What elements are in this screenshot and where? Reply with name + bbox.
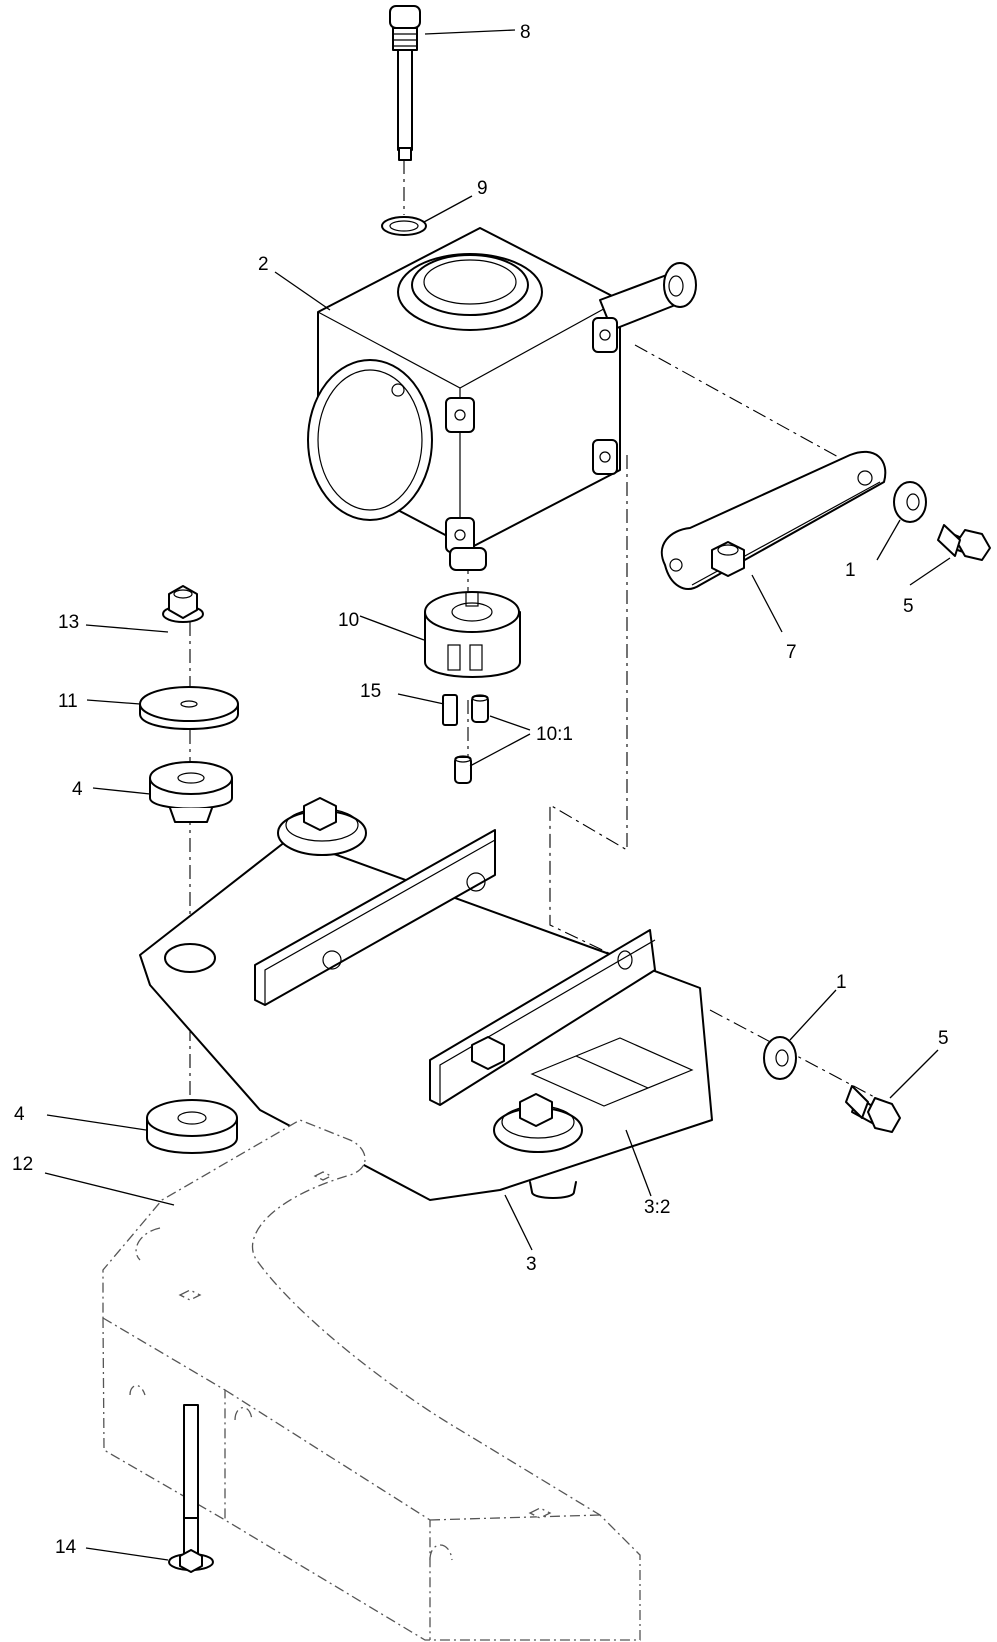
callout-4-upper: 4 [72, 779, 83, 800]
callout-14: 14 [55, 1537, 77, 1558]
part-10-coupler [424, 591, 521, 678]
callout-12: 12 [12, 1154, 33, 1175]
callout-10: 10 [338, 610, 359, 631]
part-13-nut [162, 585, 204, 623]
callout-3: 3 [526, 1254, 537, 1275]
part-4-isolator-upper [149, 761, 233, 823]
part-7-arm [660, 450, 887, 590]
callout-5-upper: 5 [903, 596, 914, 617]
callout-5-lower: 5 [938, 1028, 949, 1049]
callout-11: 11 [58, 691, 78, 712]
callout-8: 8 [520, 22, 531, 43]
part-1-washer-upper [893, 481, 927, 523]
part-2-gearbox [307, 227, 697, 571]
callout-labels: 8 9 2 1 5 7 13 10 11 15 10:1 4 1 5 4 12 … [12, 22, 949, 1558]
part-3-bracket [139, 797, 713, 1201]
part-5-bolt-lower [845, 1085, 901, 1133]
callout-7: 7 [786, 642, 797, 663]
part-10-1-setscrews [454, 694, 489, 784]
part-11-washer [139, 686, 239, 730]
leader-lines [44, 29, 951, 1561]
part-8-fitting [389, 5, 421, 161]
callout-13: 13 [58, 612, 79, 633]
part-9-oring [381, 216, 427, 236]
part-1-washer-lower [763, 1036, 797, 1080]
callout-2: 2 [258, 254, 269, 275]
callout-9: 9 [477, 178, 488, 199]
callout-1-lower: 1 [836, 972, 847, 993]
callout-15: 15 [360, 681, 381, 702]
callout-4-lower: 4 [14, 1104, 25, 1125]
callout-3-2: 3:2 [644, 1197, 670, 1218]
part-5-bolt-upper [937, 524, 991, 561]
callout-1-upper: 1 [845, 560, 856, 581]
part-15-key [442, 694, 458, 726]
part-14-bolt [168, 1404, 214, 1573]
part-4-isolator-lower [146, 1099, 238, 1154]
callout-10-1: 10:1 [536, 724, 573, 745]
